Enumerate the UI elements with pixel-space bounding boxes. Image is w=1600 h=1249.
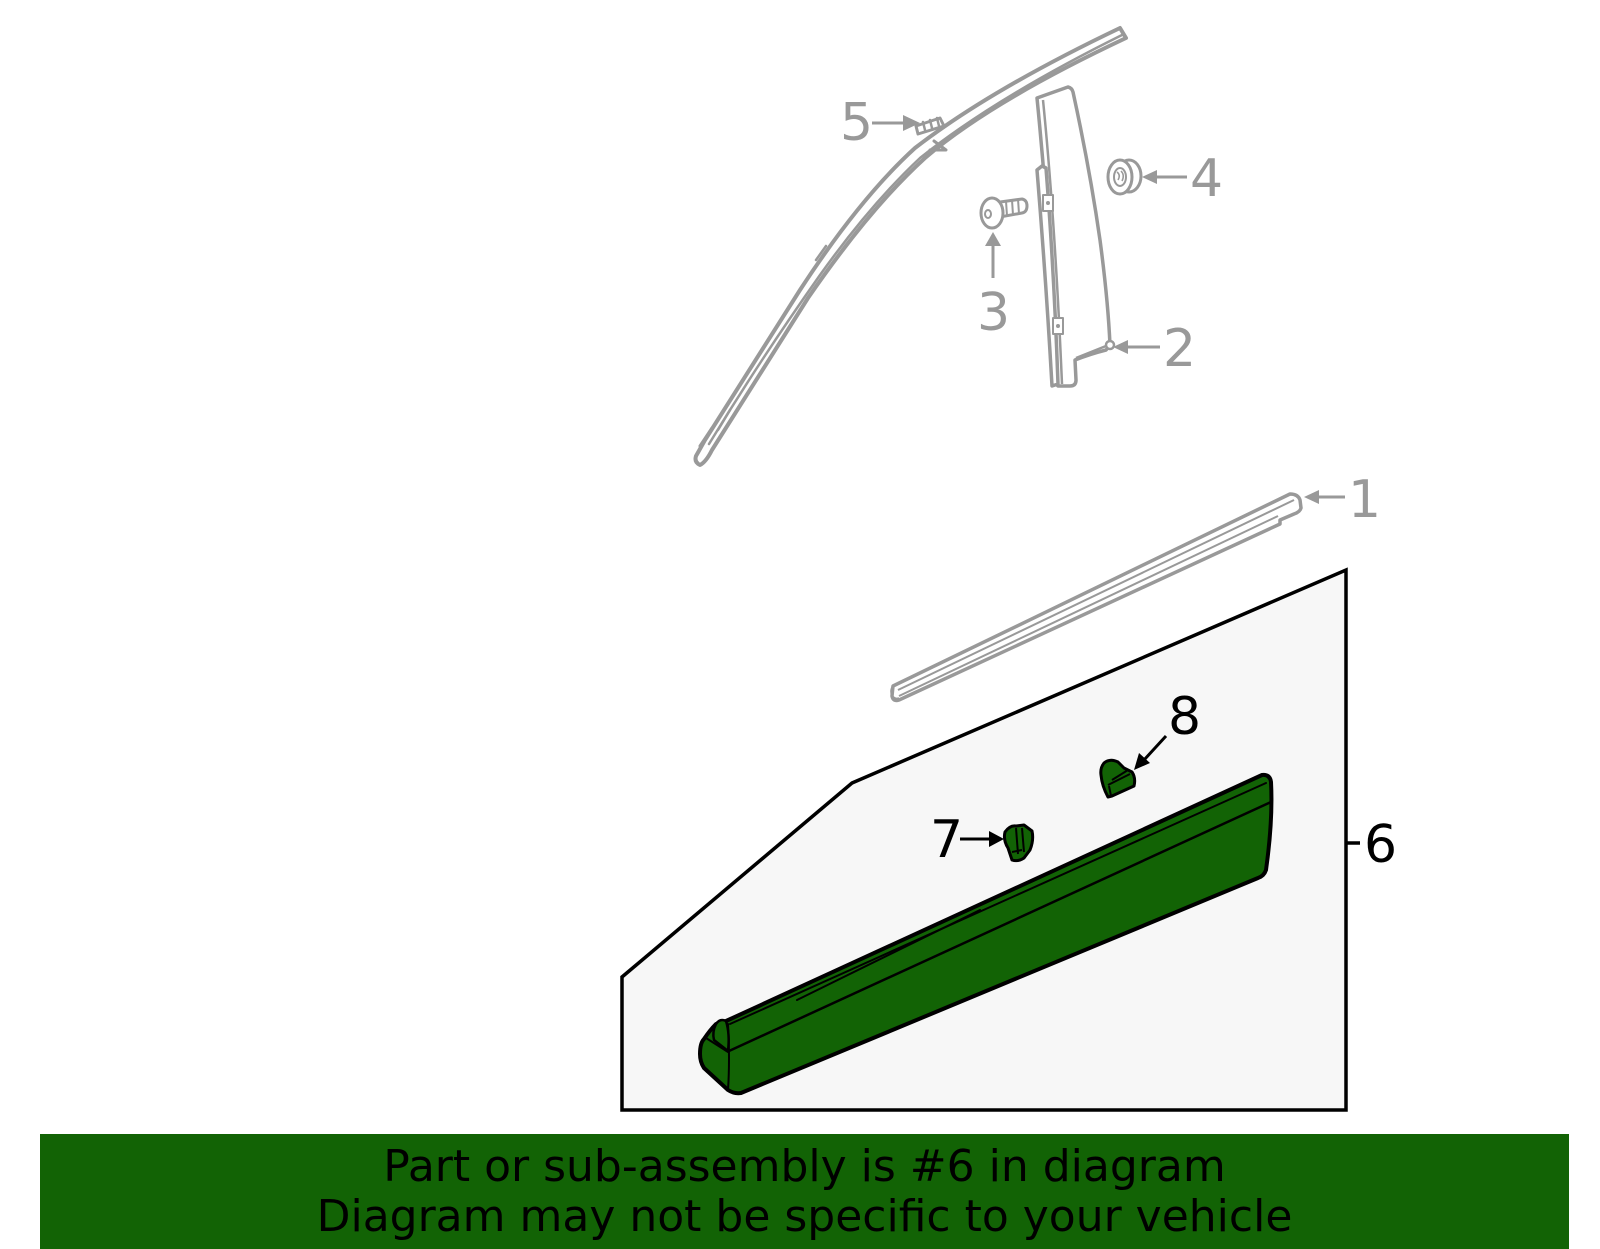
callout-8[interactable]: 8	[1134, 687, 1201, 770]
banner-line-disclaimer: Diagram may not be specific to your vehi…	[316, 1190, 1293, 1242]
callout-8-label: 8	[1168, 687, 1201, 747]
callout-1-label: 1	[1348, 470, 1381, 530]
callout-2-label: 2	[1163, 319, 1196, 379]
callout-8-arrow-line	[1142, 734, 1168, 762]
banner-line-part-number: Part or sub-assembly is #6 in diagram	[383, 1140, 1226, 1192]
callout-1-arrowhead-icon	[1304, 490, 1319, 504]
callout-6[interactable]: 6	[1346, 815, 1397, 875]
callout-6-label: 6	[1364, 815, 1397, 875]
callout-7-arrowhead-icon	[989, 831, 1004, 847]
callout-5-arrowhead-icon	[903, 115, 920, 131]
callout-7[interactable]: 7	[930, 810, 1004, 870]
part-info-banner: Part or sub-assembly is #6 in diagram Di…	[40, 1134, 1569, 1249]
screw	[979, 196, 1029, 230]
callout-4-label: 4	[1190, 149, 1223, 209]
callout-2-arrowhead-icon	[1113, 340, 1128, 354]
clip-7[interactable]	[1002, 823, 1035, 863]
nut	[1106, 158, 1143, 196]
callout-8-arrowhead-icon	[1134, 753, 1150, 770]
callout-7-label: 7	[930, 810, 963, 870]
callout-2[interactable]: 2	[1113, 319, 1196, 379]
callout-3[interactable]: 3	[977, 232, 1010, 343]
callout-5-label: 5	[840, 93, 873, 153]
callout-1[interactable]: 1	[1304, 470, 1381, 530]
body-side-molding[interactable]	[698, 772, 1274, 1096]
roof-drip-molding	[693, 26, 1128, 467]
pillar-applique	[1035, 85, 1116, 388]
callout-3-label: 3	[977, 283, 1010, 343]
belt-molding	[890, 492, 1303, 703]
callout-3-arrowhead-icon	[985, 232, 1001, 246]
callout-4[interactable]: 4	[1142, 149, 1223, 209]
callout-5[interactable]: 5	[840, 93, 920, 153]
callout-4-arrowhead-icon	[1142, 170, 1157, 184]
clip-8[interactable]	[1099, 758, 1137, 799]
